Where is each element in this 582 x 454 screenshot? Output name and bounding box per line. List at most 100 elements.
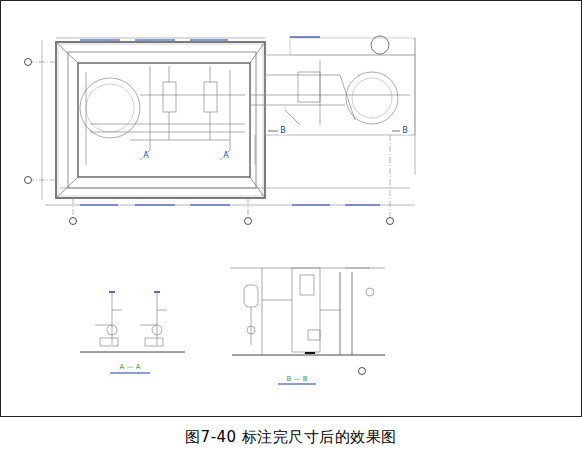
pump-room-stroke xyxy=(340,75,355,120)
pump-room-stroke xyxy=(371,36,389,54)
plan-equipment-stroke xyxy=(90,124,245,125)
figure-caption: 图7-40 标注完尺寸后的效果图 xyxy=(185,428,397,446)
pump-room-stroke xyxy=(352,78,392,118)
dimension-lines-stroke xyxy=(42,40,43,200)
dimension-lines-stroke xyxy=(248,198,249,217)
sheet-frame xyxy=(1,1,582,417)
plan-equipment xyxy=(80,66,245,165)
dimension-lines-stroke xyxy=(390,135,391,217)
section-a xyxy=(80,292,185,352)
section-mark: B xyxy=(279,127,287,135)
plan-equipment-stroke xyxy=(210,112,211,140)
blue-dimension-marks-stroke xyxy=(80,204,118,205)
section-b-stroke xyxy=(244,285,258,307)
plan-equipment-stroke xyxy=(230,70,231,150)
section-b xyxy=(230,268,385,355)
section-mark: A xyxy=(222,152,229,160)
plan-equipment-stroke xyxy=(90,132,245,133)
sheet-frame-stroke xyxy=(1,1,582,417)
plan-walls-stroke xyxy=(68,52,256,188)
pump-room-stroke xyxy=(265,75,340,76)
section-a-stroke xyxy=(157,292,158,345)
plan-walls xyxy=(56,42,265,198)
dimension-lines-stroke xyxy=(56,38,265,39)
section-a-stroke xyxy=(154,291,160,293)
plan-equipment-stroke xyxy=(210,66,211,82)
section-b-stroke xyxy=(262,268,263,355)
dimension-lines xyxy=(28,38,415,217)
section-b-stroke xyxy=(366,288,374,296)
section-a-stroke xyxy=(100,338,118,346)
pump-room-stroke xyxy=(320,60,321,125)
blue-dimension-marks-stroke xyxy=(278,383,316,384)
blue-dimension-marks-stroke xyxy=(290,36,320,37)
section-a-stroke xyxy=(152,325,162,335)
plan-equipment-stroke xyxy=(169,66,170,82)
section-b-stroke xyxy=(262,300,292,301)
blue-dimension-marks xyxy=(80,37,380,384)
blue-dimension-marks-stroke xyxy=(110,372,150,373)
section-b-stroke xyxy=(247,326,255,334)
section-b-stroke xyxy=(300,275,314,295)
section-b-stroke xyxy=(345,268,370,269)
dimension-lines-stroke xyxy=(28,180,56,181)
dimension-lines-stroke xyxy=(73,198,74,217)
plan-equipment-stroke xyxy=(163,82,176,112)
blue-dimension-marks-stroke xyxy=(345,204,380,205)
section-b-stroke xyxy=(308,330,320,340)
pump-room xyxy=(250,36,415,165)
section-b-stroke xyxy=(352,272,353,355)
plan-equipment-stroke xyxy=(130,140,230,141)
plan-walls-stroke xyxy=(56,42,265,198)
plan-equipment-stroke xyxy=(169,112,170,140)
axis-bubbles xyxy=(25,59,394,375)
plan-equipment-stroke xyxy=(86,84,134,132)
dimension-lines-stroke xyxy=(415,38,416,175)
pump-room-stroke xyxy=(250,95,410,96)
section-a-stroke xyxy=(145,338,163,346)
section-b-stroke xyxy=(232,355,385,356)
axis-bubbles-stroke xyxy=(245,218,252,225)
plan-equipment-stroke xyxy=(86,72,87,165)
section-a-stroke xyxy=(80,352,185,353)
section-a-stroke xyxy=(112,310,122,311)
plan-equipment-stroke xyxy=(140,95,245,96)
blue-dimension-marks-stroke xyxy=(190,39,228,40)
plan-equipment-stroke xyxy=(150,66,151,150)
section-b-stroke xyxy=(305,352,315,354)
section-mark: A xyxy=(142,152,149,160)
section-a-stroke xyxy=(140,325,157,326)
blue-dimension-marks-stroke xyxy=(190,204,230,205)
section-title: A — A xyxy=(118,364,141,371)
pump-room-stroke xyxy=(250,105,345,106)
blue-dimension-marks-stroke xyxy=(80,39,120,40)
pump-room-stroke xyxy=(392,131,400,132)
section-title: B — B xyxy=(285,376,308,383)
axis-bubbles-stroke xyxy=(25,59,32,66)
plan-walls-stroke xyxy=(56,177,78,198)
section-mark: B xyxy=(401,127,409,135)
pump-room-stroke xyxy=(298,72,320,102)
dimension-lines-stroke xyxy=(28,62,56,63)
section-a-stroke xyxy=(157,310,167,311)
axis-bubbles-stroke xyxy=(70,218,77,225)
pump-room-stroke xyxy=(255,135,256,165)
plan-walls-stroke xyxy=(58,44,263,196)
axis-bubbles-stroke xyxy=(25,177,32,184)
axis-bubbles-stroke xyxy=(387,218,394,225)
plan-equipment-stroke xyxy=(140,150,150,160)
pump-room-stroke xyxy=(285,110,300,125)
pump-room-stroke xyxy=(268,131,278,132)
section-b-stroke xyxy=(340,272,341,355)
plan-equipment-stroke xyxy=(204,82,217,112)
blue-dimension-marks-stroke xyxy=(135,204,175,205)
section-a-stroke xyxy=(109,291,115,293)
dimension-lines-stroke xyxy=(60,188,410,189)
section-a-stroke xyxy=(95,325,112,326)
pump-room-stroke xyxy=(290,38,415,55)
blue-dimension-marks-stroke xyxy=(292,204,330,205)
section-a-stroke xyxy=(112,292,113,345)
section-b-stroke xyxy=(292,268,320,352)
